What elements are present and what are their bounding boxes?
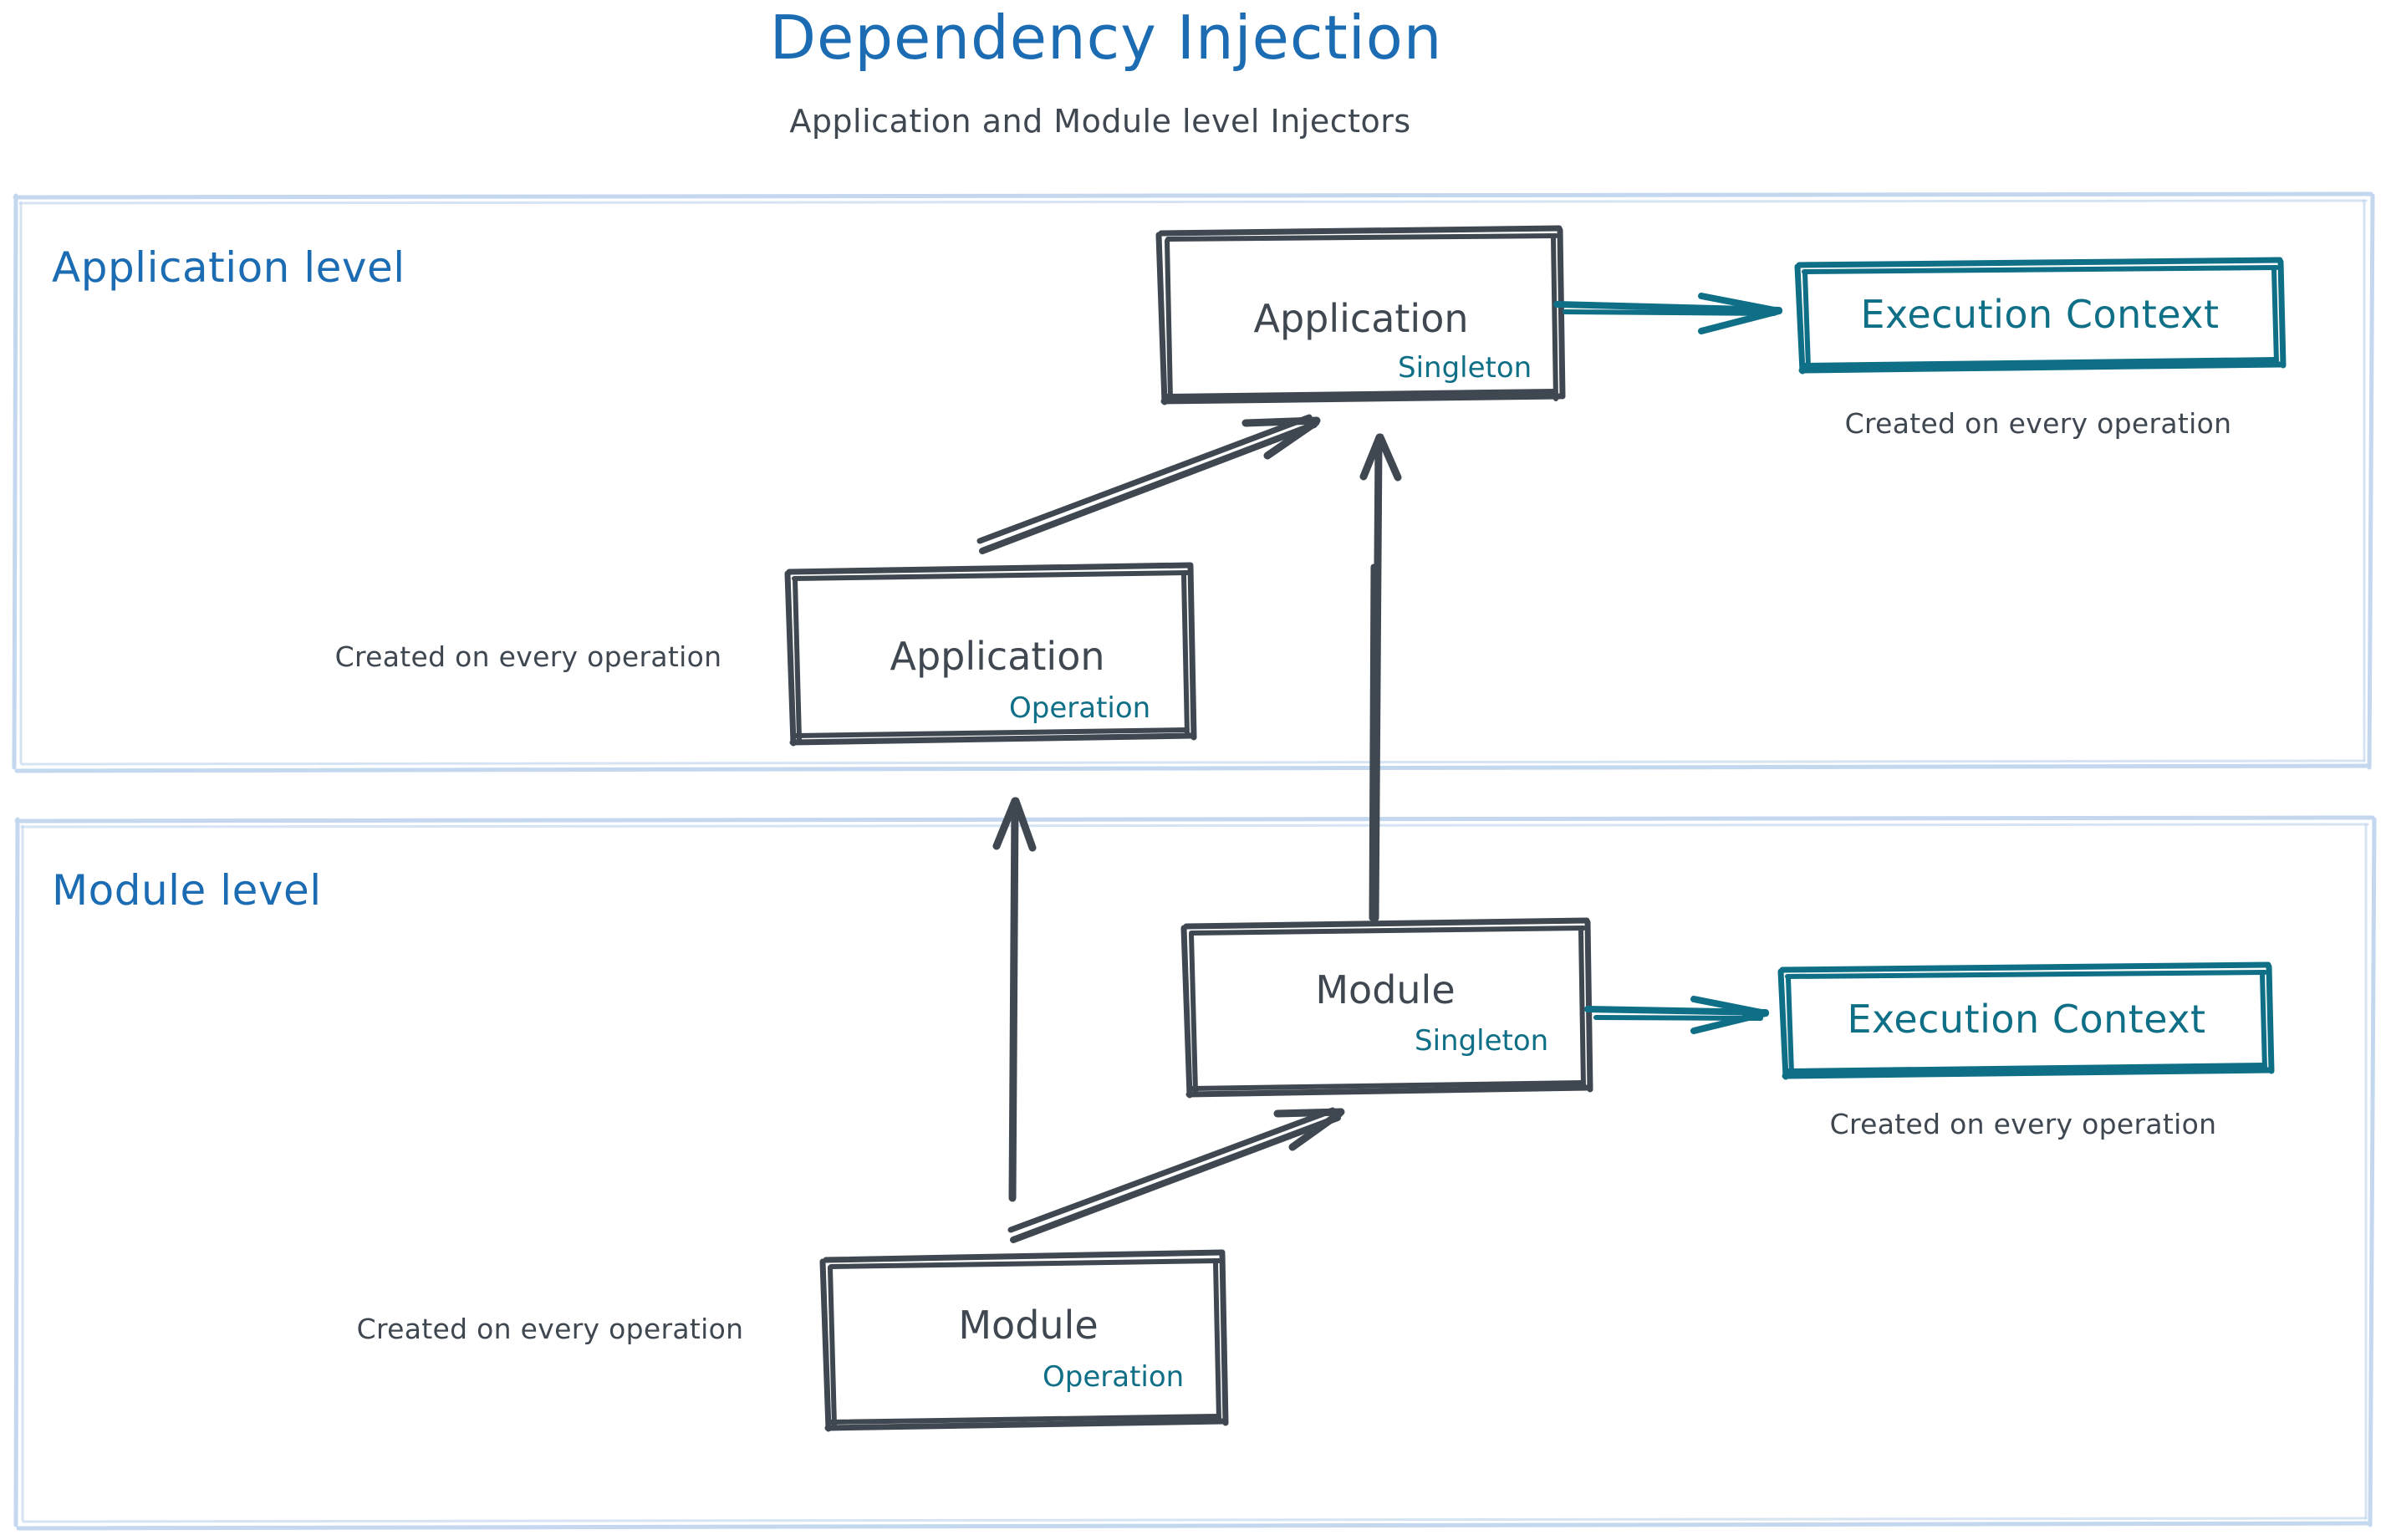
execution-context-module-title: Execution Context	[1847, 997, 2206, 1042]
execution-context-app-title: Execution Context	[1860, 292, 2220, 337]
edge-module-operation-to-app-operation	[992, 797, 1037, 1202]
page-title: Dependency Injection	[769, 3, 1443, 73]
module-singleton-scope: Singleton	[1415, 1024, 1549, 1058]
module-singleton-box[interactable]	[1180, 917, 1593, 1099]
panel-title-application-level: Application level	[52, 243, 405, 292]
panel-title-module-level: Module level	[52, 866, 322, 915]
module-operation-title: Module	[958, 1303, 1099, 1348]
panel-module-level-frame	[13, 815, 2377, 1531]
application-operation-title: Application	[890, 634, 1105, 679]
execution-context-module-note: Created on every operation	[1829, 1108, 2217, 1140]
module-operation-scope: Operation	[1043, 1360, 1185, 1394]
module-singleton-title: Module	[1315, 967, 1456, 1012]
application-operation-note: Created on every operation	[334, 640, 722, 673]
execution-context-module-box[interactable]	[1777, 961, 2275, 1080]
edge-app-operation-to-app-singleton	[976, 414, 1321, 554]
execution-context-app-note: Created on every operation	[1844, 407, 2232, 440]
module-operation-box[interactable]	[819, 1249, 1229, 1432]
edge-app-singleton-to-execution-context	[1553, 293, 1782, 334]
application-operation-scope: Operation	[1009, 691, 1151, 725]
panel-application-level-frame	[12, 191, 2375, 773]
edge-module-singleton-to-app-singleton	[1359, 433, 1402, 922]
application-operation-box[interactable]	[784, 562, 1197, 747]
page-subtitle: Application and Module level Injectors	[789, 103, 1411, 140]
application-singleton-box[interactable]	[1155, 225, 1566, 405]
execution-context-app-box[interactable]	[1794, 257, 2287, 375]
module-operation-note: Created on every operation	[356, 1313, 744, 1345]
edge-module-singleton-to-execution-context	[1584, 996, 1769, 1034]
application-singleton-title: Application	[1253, 296, 1469, 341]
application-singleton-scope: Singleton	[1398, 351, 1532, 385]
edge-module-operation-to-module-singleton	[1007, 1107, 1345, 1243]
